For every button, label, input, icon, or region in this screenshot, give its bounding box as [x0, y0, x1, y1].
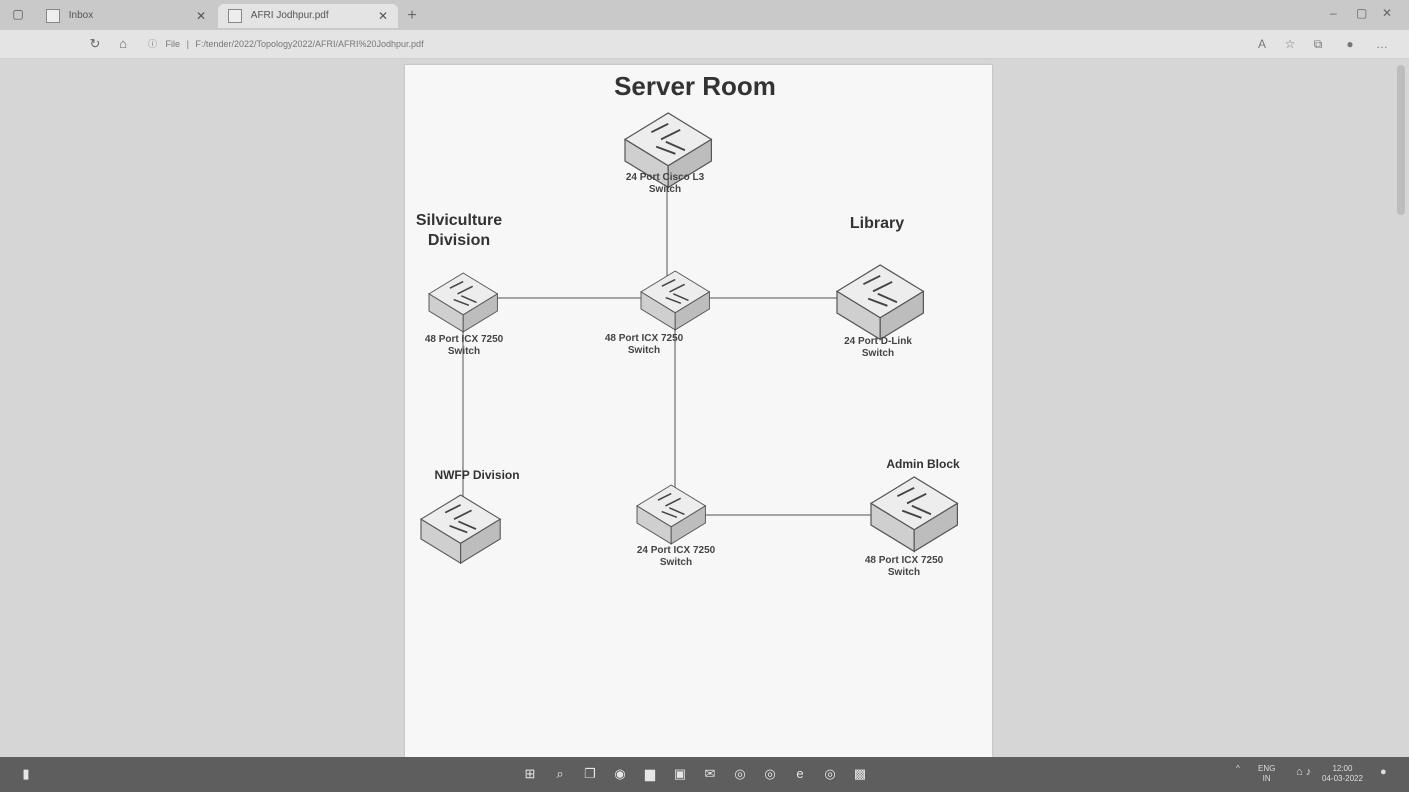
switch-silviculture: [428, 272, 499, 333]
switch-label-library: 24 Port D-Link Switch: [823, 336, 933, 360]
widgets-icon[interactable]: ▮: [22, 766, 30, 781]
tab-actions-icon[interactable]: ▢: [12, 7, 24, 21]
notification-icon[interactable]: ●: [1380, 766, 1387, 778]
switch-label-line: Switch: [627, 345, 661, 356]
switch-label-line: Switch: [447, 346, 481, 357]
app-icon[interactable]: ▩: [853, 766, 867, 781]
room-title-silviculture: Silviculture Division: [405, 211, 513, 251]
region-code: IN: [1262, 774, 1271, 783]
language-indicator[interactable]: ENG IN: [1258, 764, 1275, 784]
switch-cisco-l3: [623, 112, 713, 189]
address-path: F:/tender/2022/Topology2022/AFRI/AFRI%20…: [195, 39, 424, 49]
refresh-icon[interactable]: ↻: [89, 36, 101, 51]
clock-time: 12:00: [1332, 764, 1353, 773]
switch-library: [835, 264, 925, 341]
close-window-button[interactable]: ✕: [1382, 6, 1393, 20]
switch-core: [640, 270, 711, 331]
pdf-viewer[interactable]: Server Room Silviculture Division Librar…: [0, 59, 1409, 757]
room-title-library: Library: [849, 215, 905, 232]
room-title-server-room: Server Room: [614, 71, 776, 101]
close-icon[interactable]: ✕: [377, 9, 388, 23]
switch-label-icx24: 24 Port ICX 7250 Switch: [621, 545, 731, 569]
room-title-nwfp: NWFP Division: [434, 468, 520, 482]
switch-label-line: 24 Port Cisco L3: [625, 172, 705, 183]
tray-chevron-icon[interactable]: ^: [1236, 764, 1240, 773]
switch-label-line: Switch: [861, 348, 895, 359]
network-diagram: [419, 112, 959, 565]
tab-label: AFRI Jodhpur.pdf: [250, 10, 329, 21]
switch-label-silviculture: 48 Port ICX 7250 Switch: [409, 334, 519, 358]
info-icon: ⓘ: [148, 39, 158, 49]
room-title-line: Silviculture: [415, 212, 503, 229]
tab-inbox[interactable]: Inbox ✕: [36, 4, 216, 28]
chrome-icon[interactable]: ◎: [734, 766, 746, 781]
address-bar[interactable]: ⓘ File | F:/tender/2022/Topology2022/AFR…: [148, 35, 1228, 53]
browser-toolbar: ↻ ⌂ ⓘ File | F:/tender/2022/Topology2022…: [0, 30, 1409, 59]
pdf-page: Server Room Silviculture Division Librar…: [405, 65, 992, 757]
windows-start-icon[interactable]: ⊞: [524, 766, 536, 781]
profile-icon[interactable]: ●: [1346, 37, 1354, 51]
chrome-icon[interactable]: ◎: [824, 766, 836, 781]
file-explorer-icon[interactable]: ▆: [645, 766, 655, 781]
language-code: ENG: [1258, 764, 1276, 773]
switch-label-line: Switch: [659, 557, 693, 568]
read-aloud-icon[interactable]: A: [1257, 37, 1266, 51]
room-title-admin: Admin Block: [886, 457, 960, 471]
clock-date: 04-03-2022: [1322, 774, 1363, 783]
tab-pdf[interactable]: AFRI Jodhpur.pdf ✕: [218, 4, 398, 28]
chrome-icon[interactable]: ◎: [764, 766, 776, 781]
switch-label-line: 24 Port ICX 7250: [636, 545, 716, 556]
edge-icon[interactable]: e: [796, 766, 804, 781]
task-view-icon[interactable]: ❐: [584, 766, 596, 781]
tab-strip: ▢ Inbox ✕ AFRI Jodhpur.pdf ✕ + – ▢ ✕: [0, 0, 1409, 30]
vertical-scrollbar[interactable]: [1397, 65, 1405, 215]
maximize-button[interactable]: ▢: [1356, 6, 1368, 20]
store-icon[interactable]: ▣: [673, 766, 687, 781]
mail-icon[interactable]: ✉: [704, 766, 716, 781]
more-icon[interactable]: …: [1376, 37, 1388, 51]
address-scheme: File: [165, 39, 181, 49]
collections-icon[interactable]: ⧉: [1313, 37, 1323, 51]
close-icon[interactable]: ✕: [195, 9, 206, 23]
taskbar: ▮ ⊞ ⌕ ❐ ◉ ▆ ▣ ✉ ◎ ◎ e ◎ ▩ ^ ENG IN ⌂ ♪ 12:00 04-03-…: [0, 757, 1409, 792]
switch-admin: [869, 476, 959, 553]
switch-label-line: Switch: [648, 184, 682, 195]
minimize-button[interactable]: –: [1330, 6, 1337, 20]
pdf-icon: [228, 9, 242, 23]
teams-icon[interactable]: ◉: [614, 766, 626, 781]
switch-label-line: 48 Port ICX 7250: [864, 555, 944, 566]
tab-label: Inbox: [68, 10, 94, 21]
switch-label-line: 48 Port ICX 7250: [604, 333, 684, 344]
connection-lines: [462, 145, 890, 516]
switch-label-core: 48 Port ICX 7250 Switch: [589, 333, 699, 357]
switch-label-line: Switch: [887, 567, 921, 578]
switch-icons: [419, 112, 959, 565]
network-volume-icon[interactable]: ⌂ ♪: [1296, 766, 1312, 778]
switch-label-cisco-l3: 24 Port Cisco L3 Switch: [610, 172, 720, 196]
clock[interactable]: 12:00 04-03-2022: [1322, 764, 1363, 784]
switch-label-admin: 48 Port ICX 7250 Switch: [849, 555, 959, 579]
switch-label-line: 24 Port D-Link: [844, 336, 912, 347]
mail-icon: [46, 9, 60, 23]
room-title-line: Division: [427, 232, 491, 249]
search-icon[interactable]: ⌕: [556, 766, 564, 781]
switch-icx24: [636, 484, 707, 545]
switch-nwfp: [419, 494, 502, 565]
home-icon[interactable]: ⌂: [119, 36, 127, 51]
new-tab-button[interactable]: +: [407, 7, 417, 24]
switch-label-line: 48 Port ICX 7250: [424, 334, 504, 345]
favorites-icon[interactable]: ☆: [1284, 37, 1296, 51]
